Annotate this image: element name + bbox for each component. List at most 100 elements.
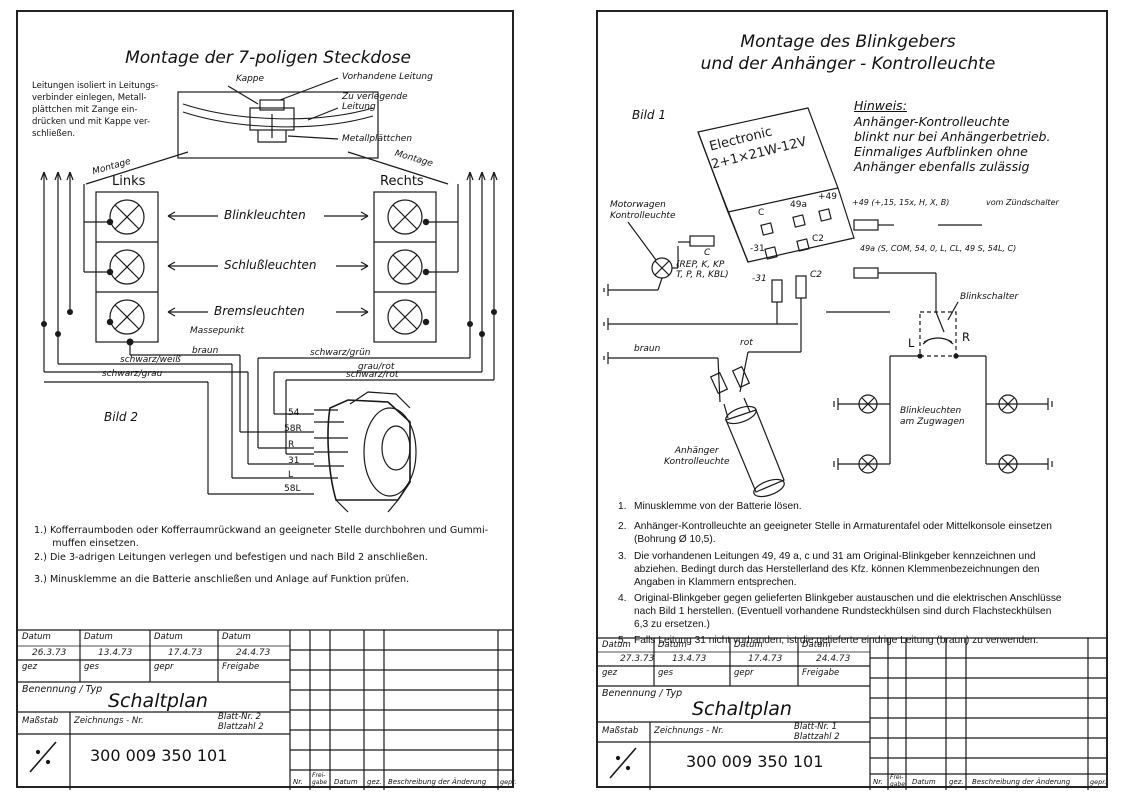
relay-term-minus31: -31	[750, 244, 765, 254]
label-c2: C2	[810, 270, 823, 280]
tb-rev-col-nr: Nr.	[873, 778, 883, 786]
label-massepunkt: Massepunkt	[190, 326, 245, 336]
hint-line-3: Einmaliges Aufblinken ohne	[854, 144, 1028, 159]
tb-date-3: 17.4.73	[168, 648, 203, 658]
tb-date-4: 24.4.73	[236, 648, 271, 658]
tb-drawing-number: 300 009 350 101	[90, 746, 228, 765]
label-blinkleuchten: Blinkleuchten	[224, 208, 306, 222]
tb-date-2: 13.4.73	[98, 648, 133, 658]
title-block-grid	[598, 637, 1108, 790]
tb-date-4: 24.4.73	[816, 654, 851, 664]
tb-rev-col-beschreibung: Beschreibung der Änderung	[972, 778, 1071, 786]
figure-label-bild-1: Bild 1	[632, 108, 666, 122]
step-text-5: Falls Leitung 31 nicht vorhanden, ist di…	[634, 635, 1039, 646]
figure-label-bild-2: Bild 2	[104, 410, 138, 424]
tb-benennung-label: Benennung / Typ	[602, 688, 683, 699]
label-l: L	[908, 336, 915, 350]
socket-7-pole-drawing	[314, 391, 417, 513]
tb-benennung-value: Schaltplan	[108, 690, 208, 712]
tb-date-1: 26.3.73	[32, 648, 67, 658]
tb-ges-label: ges	[658, 668, 674, 678]
label-metallplaettchen: Metallplättchen	[342, 134, 413, 144]
tb-datum-1-label: Datum	[22, 632, 51, 642]
tb-date-2: 13.4.73	[672, 654, 707, 664]
tb-freigabe-label: Freigabe	[802, 668, 840, 678]
wire-label-schwarz-gruen: schwarz/grün	[310, 348, 371, 358]
tb-blatt-nr: Blatt-Nr. 1	[794, 722, 838, 732]
zugwagen-lamp-left-rear	[858, 454, 878, 474]
label-motorwagen-kontrolleuchte: Motorwagen Kontrolleuchte	[610, 200, 676, 221]
wire-label-braun: braun	[634, 344, 661, 354]
label-vorhandene-leitung: Vorhandene Leitung	[342, 72, 433, 82]
tb-massstab-label: Maßstab	[602, 726, 639, 736]
step-number-4: 4.	[618, 593, 627, 604]
tb-rev-col-gez: gez.	[367, 778, 382, 786]
hint-line-2: blinkt nur bei Anhängerbetrieb.	[854, 129, 1051, 144]
lamp-right-blink	[387, 199, 423, 235]
hint-title: Hinweis:	[854, 98, 907, 113]
label-anhaenger-kontrolleuchte: Anhänger Kontrolleuchte	[664, 446, 730, 467]
tb-datum-4-label: Datum	[802, 640, 831, 650]
tb-date-3: 17.4.73	[748, 654, 783, 664]
label-blinkschalter: Blinkschalter	[960, 292, 1019, 302]
tb-date-1: 27.3.73	[620, 654, 655, 664]
step-number-5: 5.	[618, 635, 627, 646]
label-links: Links	[112, 174, 146, 189]
label-vom-zuendschalter: vom Zündschalter	[986, 198, 1059, 207]
ground-symbol	[603, 318, 798, 330]
instruction-step-2: 2.) Die 3-adrigen Leitungen verlegen und…	[34, 552, 428, 563]
tb-datum-2-label: Datum	[658, 640, 687, 650]
pin-label-r: R	[288, 440, 295, 450]
tb-datum-2-label: Datum	[84, 632, 113, 642]
pin-label-31: 31	[288, 456, 300, 466]
right-lamp-block	[373, 191, 437, 343]
tb-benennung-value: Schaltplan	[692, 698, 792, 720]
tb-freigabe-label: Freigabe	[222, 662, 260, 672]
step-text-2: Anhänger-Kontrolleuchte an geeigneter St…	[634, 521, 1052, 545]
label-zu-verlegende-leitung: Zu verlegende Leitung	[342, 92, 408, 112]
label-kappe: Kappe	[236, 74, 265, 84]
label-49a: 49a (S, COM, 54, 0, L, CL, 49 S, 54L, C)	[860, 244, 1017, 253]
pin-label-l: L	[288, 470, 294, 480]
wire-label-schwarz-grau: schwarz/grau	[102, 369, 163, 379]
zugwagen-lamp-left-front	[858, 394, 878, 414]
tb-massstab-label: Maßstab	[22, 716, 59, 726]
step-number-2: 2.	[618, 521, 627, 532]
lamp-right-brems	[387, 299, 423, 335]
pin-label-54: 54	[288, 408, 300, 418]
tb-blattzahl: Blattzahl 2	[218, 722, 264, 732]
tb-rev-col-gez: gez.	[949, 778, 964, 786]
tb-zeichnung-label: Zeichnungs - Nr.	[74, 716, 144, 726]
step-number-3: 3.	[618, 551, 627, 562]
detail-frame	[177, 91, 379, 159]
relay-term-c: C	[758, 208, 765, 218]
flasher-relay-drawing	[697, 107, 855, 263]
assembly-note: Leitungen isoliert in Leitungs- verbinde…	[32, 81, 159, 139]
tb-zeichnung-label: Zeichnungs - Nr.	[654, 726, 724, 736]
tb-datum-3-label: Datum	[734, 640, 763, 650]
tb-rev-col-datum: Datum	[334, 778, 358, 786]
hint-line-1: Anhänger-Kontrolleuchte	[854, 114, 1010, 129]
wire-label-braun: braun	[192, 346, 219, 356]
label-c-alternatives: (REP, K, KP T, P, R, KBL)	[676, 260, 729, 280]
pin-label-58l: 58L	[284, 484, 301, 494]
sheet-title-line-1: Montage des Blinkgebers	[740, 32, 956, 52]
motorwagen-lamp	[651, 257, 673, 279]
wire-label-schwarz-rot: schwarz/rot	[346, 370, 399, 380]
lamp-left-brems	[109, 299, 145, 335]
tb-gepr-label: gepr	[734, 668, 754, 678]
tb-benennung-label: Benennung / Typ	[22, 684, 103, 695]
label-schlussleuchten: Schlußleuchten	[224, 258, 317, 272]
label-minus31: -31	[752, 274, 767, 284]
sheet-title: Montage der 7-poligen Steckdose	[125, 48, 411, 68]
tb-gez-label: gez	[602, 668, 618, 678]
title-block-grid	[18, 629, 514, 790]
label-bremsleuchten: Bremsleuchten	[214, 304, 305, 318]
tb-drawing-number: 300 009 350 101	[686, 752, 824, 771]
label-blinkleuchten-zugwagen: Blinkleuchten am Zugwagen	[900, 406, 965, 427]
turn-switch-box	[919, 311, 957, 357]
tb-datum-3-label: Datum	[154, 632, 183, 642]
relay-term-c2: C2	[812, 234, 825, 244]
tb-rev-col-beschreibung: Beschreibung der Änderung	[388, 778, 487, 786]
label-c: C	[704, 248, 711, 258]
